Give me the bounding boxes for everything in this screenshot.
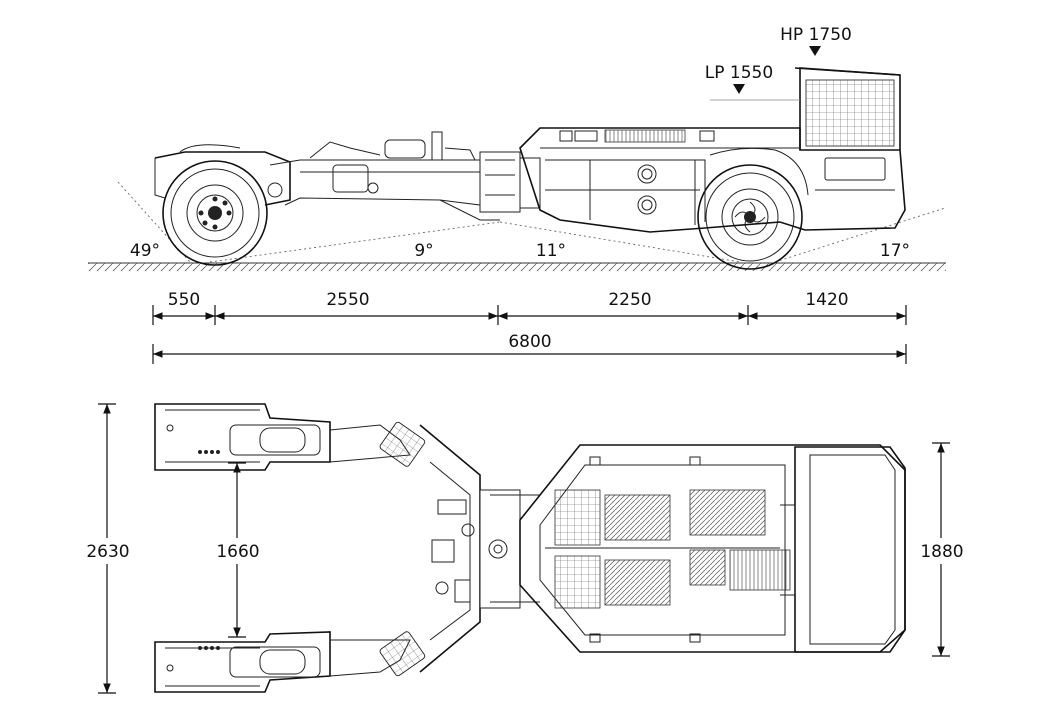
angle-mid-left-label: 9° bbox=[414, 241, 433, 261]
hp-label: HP 1750 bbox=[780, 25, 852, 45]
dim-1660: 1660 bbox=[216, 542, 259, 562]
angle-rear-label: 17° bbox=[880, 241, 910, 261]
dim-550: 550 bbox=[168, 290, 200, 310]
hp-marker-arrow bbox=[809, 46, 821, 56]
rear-wheel bbox=[697, 164, 803, 270]
dim-2250: 2250 bbox=[608, 290, 651, 310]
height-markers: HP 1750 LP 1550 bbox=[705, 25, 852, 94]
angle-mid-right-label: 11° bbox=[536, 241, 566, 261]
top-view: 2630 1660 1880 bbox=[80, 403, 970, 694]
rear-body-top bbox=[519, 444, 906, 653]
central-frame bbox=[419, 424, 481, 673]
angle-front-label: 49° bbox=[130, 241, 160, 261]
lp-label: LP 1550 bbox=[705, 63, 773, 83]
dim-2550: 2550 bbox=[326, 290, 369, 310]
lp-marker-arrow bbox=[733, 84, 745, 94]
length-dimensions: 550 2550 2250 1420 6800 bbox=[152, 290, 907, 364]
side-view: HP 1750 LP 1550 49° 9° 11° 17° bbox=[88, 25, 946, 271]
ground-hatch bbox=[88, 263, 946, 271]
angle-guides bbox=[117, 181, 946, 263]
dim-2630: 2630 bbox=[86, 542, 129, 562]
articulation-joint bbox=[479, 151, 541, 213]
dim-6800: 6800 bbox=[508, 332, 551, 352]
articulation-top bbox=[479, 489, 540, 609]
dim-1880: 1880 bbox=[920, 542, 963, 562]
rear-body bbox=[519, 67, 906, 233]
front-frame bbox=[154, 131, 500, 221]
front-arm-lower bbox=[154, 631, 426, 693]
dim-1420: 1420 bbox=[805, 290, 848, 310]
front-arm-upper bbox=[154, 403, 426, 471]
front-wheel bbox=[162, 160, 268, 266]
